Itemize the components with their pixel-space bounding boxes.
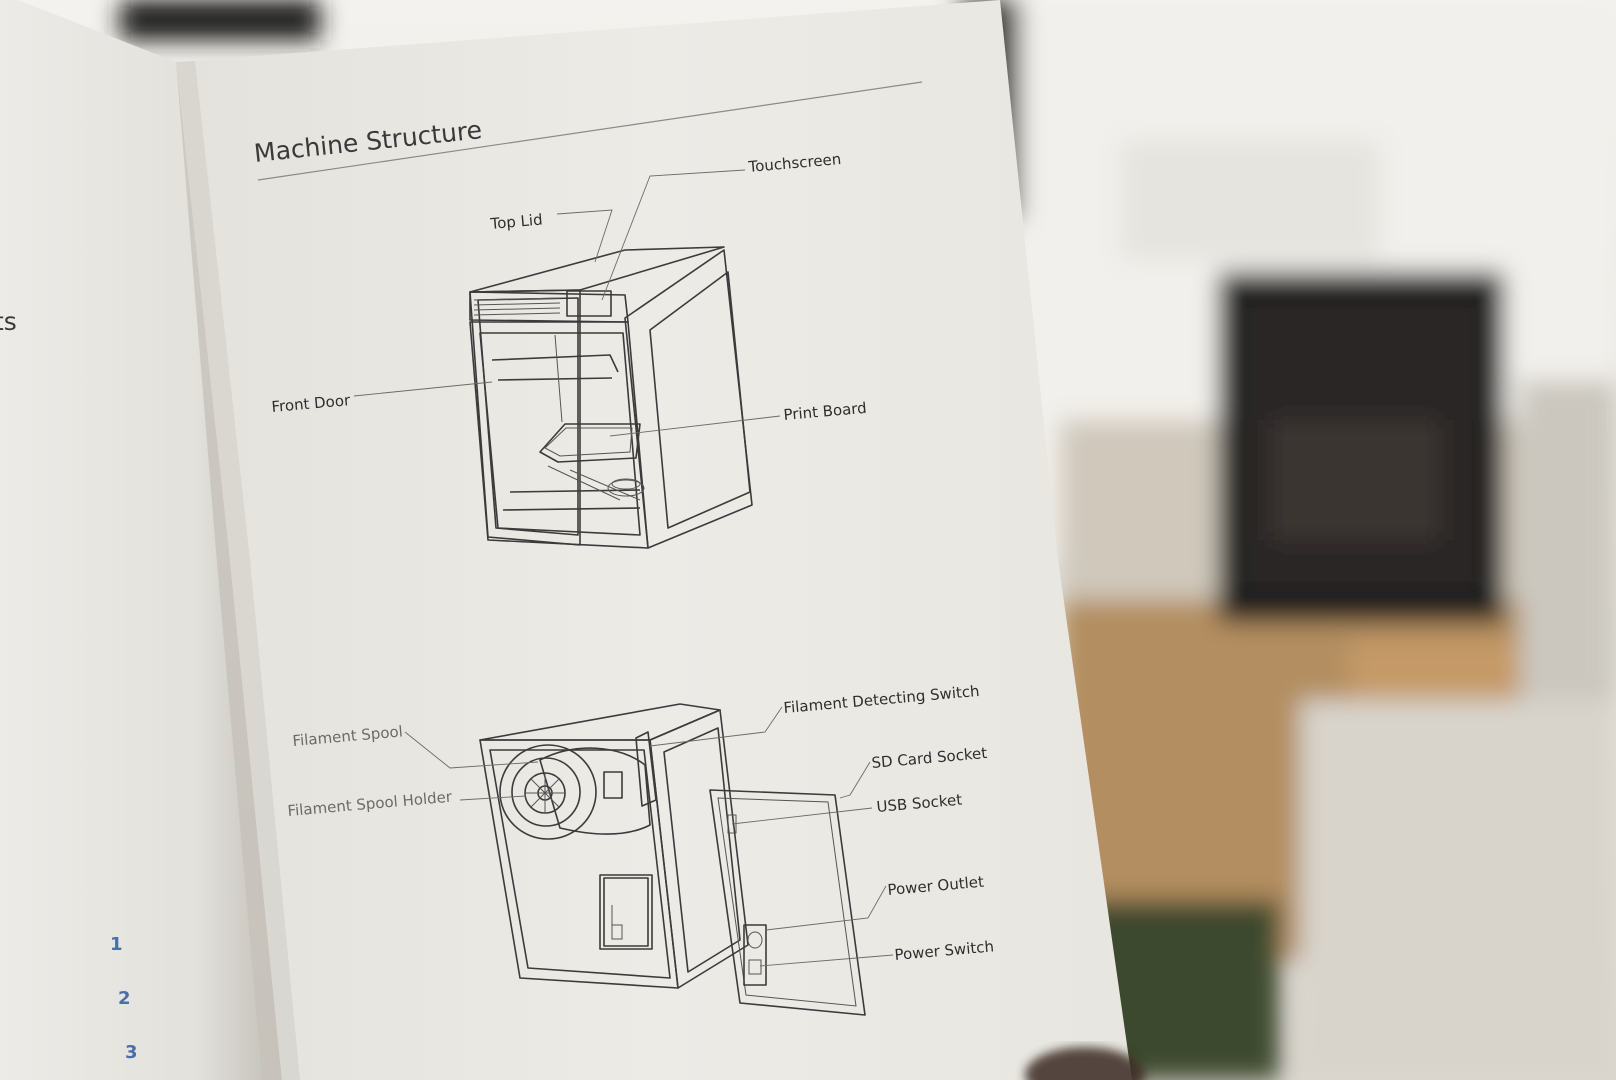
left-page-number-2: 2 <box>118 988 131 1009</box>
usb-socket-drawing <box>727 814 737 834</box>
printer-front-diagram: Touchscreen Top Lid Front Door Print Boa… <box>271 150 867 549</box>
left-page-number-1: 1 <box>110 934 123 955</box>
label-top-lid: Top Lid <box>489 211 544 234</box>
power-outlet-drawing <box>743 924 767 986</box>
side-door-drawing <box>709 789 866 1016</box>
left-page-numbers: 1 2 3 <box>110 934 138 1063</box>
left-page-number-3: 3 <box>125 1042 138 1063</box>
right-page <box>176 0 1132 1080</box>
thumb-shadow <box>1025 1047 1145 1080</box>
left-page: ts 1 2 3 <box>0 0 282 1080</box>
print-board-drawing <box>539 423 641 463</box>
power-switch-drawing <box>748 959 762 975</box>
touchscreen-drawing <box>566 290 612 317</box>
left-page-heading-fragment: ts <box>0 307 17 336</box>
